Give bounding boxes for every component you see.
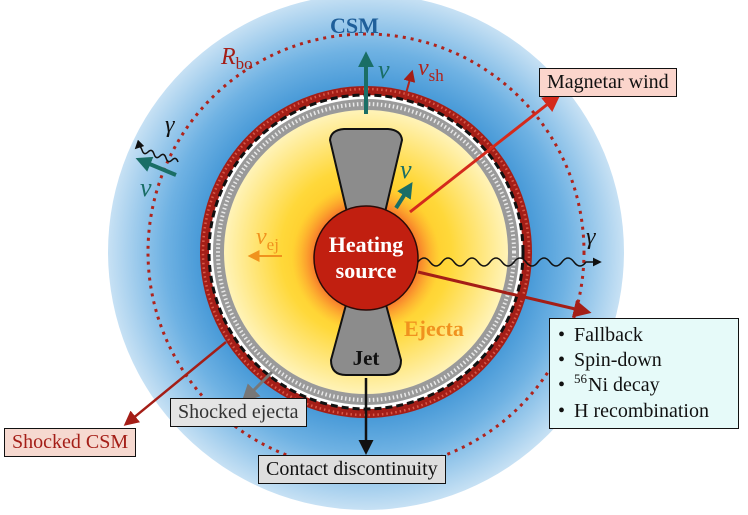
jet-top (328, 128, 404, 226)
ejecta-velocity-main: v (256, 224, 267, 250)
breakout-radius-circle (146, 32, 586, 472)
shocked-csm-arrow (123, 341, 227, 426)
neutrino-left-arrow (135, 156, 177, 177)
energy-source-spin-down: Spin-down (574, 349, 662, 371)
gamma-right-label: γ (586, 224, 596, 250)
ejecta-velocity-label: vej (256, 224, 279, 254)
energy-source-item: H recombination (558, 399, 730, 424)
shocked-ejecta-box: Shocked ejecta (170, 398, 307, 427)
heating-source-label-line2: source (336, 258, 397, 283)
energy-source-h-recombination: H recombination (574, 400, 709, 422)
contact-discontinuity-box: Contact discontinuity (258, 455, 446, 484)
neutrino-inner-arrow (394, 181, 413, 210)
heating-source-label-line1: Heating (329, 232, 404, 257)
shock-velocity-label: vsh (418, 55, 444, 85)
shocked-ejecta-arrow (241, 370, 274, 403)
energy-source-item: 56Ni decay (558, 371, 730, 399)
heating-source-sphere (313, 205, 419, 311)
gamma-right-wavy-arrow (417, 257, 602, 267)
shock-velocity-main: v (418, 55, 429, 81)
shock-velocity-sub: sh (429, 66, 445, 85)
gamma-left-wavy-arrow (134, 139, 179, 163)
ejecta-velocity-sub: ej (267, 235, 279, 254)
energy-sources-box: Fallback Spin-down 56Ni decay H recombin… (549, 318, 739, 429)
jet-label: Jet (353, 346, 380, 370)
neutrino-top-label: ν (378, 55, 390, 84)
shocked-csm-box: Shocked CSM (4, 428, 137, 457)
ejecta-label: Ejecta (404, 316, 464, 341)
magnetar-wind-arrow (409, 93, 561, 214)
gamma-left-label: γ (165, 112, 175, 138)
magnetar-wind-box: Magnetar wind (539, 68, 677, 97)
neutrino-left-label: ν (140, 173, 152, 202)
jet-bottom (329, 289, 403, 376)
shocked-csm-texture (201, 87, 531, 417)
energy-source-item: Spin-down (558, 348, 730, 373)
energy-source-item: Fallback (558, 323, 730, 348)
csm-label: CSM (330, 13, 379, 38)
nickel-isotope-superscript: 56 (574, 371, 588, 386)
energy-source-ni-decay: Ni decay (588, 374, 660, 396)
neutrino-inner-label: ν (400, 155, 412, 184)
shock-velocity-arrow (403, 69, 416, 98)
energy-source-fallback: Fallback (574, 324, 643, 346)
energy-sources-list: Fallback Spin-down 56Ni decay H recombin… (558, 323, 730, 424)
energy-source-arrow (417, 270, 592, 318)
breakout-radius-label: Rbo (220, 44, 253, 73)
breakout-radius-sub: bo (236, 54, 253, 73)
breakout-radius-main: R (220, 44, 236, 70)
